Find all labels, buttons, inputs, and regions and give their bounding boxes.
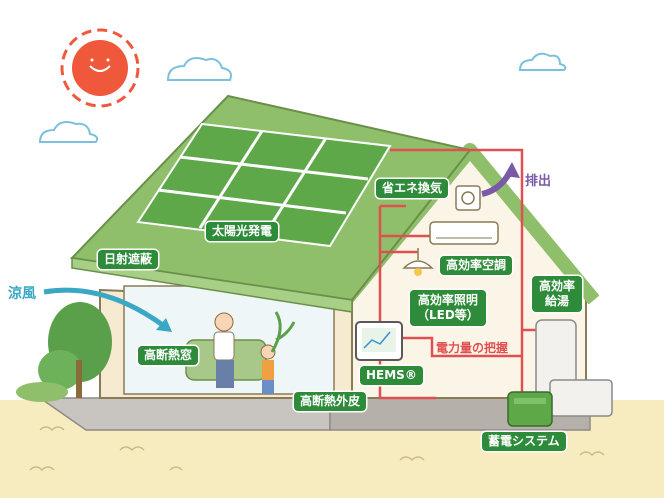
label-shade: 日射遮蔽 — [98, 250, 159, 269]
solar-panel-array — [136, 122, 392, 248]
battery-icon — [507, 391, 553, 427]
label-power-monitor: 電力量の把握 — [436, 341, 509, 355]
breeze-arrow-head — [156, 318, 172, 332]
power-lines — [378, 148, 540, 400]
lamp-icon — [402, 248, 434, 276]
label-water-heater-line2: 給湯 — [545, 294, 570, 308]
foundation — [37, 397, 331, 431]
family-on-sofa — [185, 311, 296, 394]
label-lighting: 高効率照明 （LED等） — [410, 290, 486, 326]
breeze-arrow — [43, 287, 166, 329]
label-hems: HEMS® — [360, 366, 423, 385]
aircon-icon — [429, 221, 499, 245]
sun-icon — [60, 28, 140, 108]
tree-icon — [16, 302, 112, 402]
label-solar: 太陽光発電 — [206, 222, 279, 241]
label-water-heater: 高効率 給湯 — [532, 276, 583, 312]
label-water-heater-line1: 高効率 — [539, 279, 576, 293]
label-battery: 蓄電システム — [482, 432, 566, 451]
label-aircon: 高効率空調 — [440, 256, 513, 275]
monitor-icon — [355, 321, 403, 361]
fan-icon — [455, 185, 481, 211]
water-heater-icon — [535, 319, 613, 417]
cloud-icon — [38, 121, 99, 143]
exhaust-arrow-head — [504, 162, 520, 178]
roof-edge — [71, 257, 353, 313]
label-window: 高断熱窓 — [138, 346, 199, 365]
label-cool-breeze: 涼風 — [8, 286, 36, 302]
cloud-icon — [166, 57, 232, 81]
label-exhaust: 排出 — [525, 174, 552, 189]
grass-marks — [29, 426, 605, 472]
label-exterior: 高断熱外皮 — [294, 392, 367, 411]
cloud-icon — [518, 52, 567, 71]
label-lighting-line2: （LED等） — [417, 308, 479, 322]
label-lighting-line1: 高効率照明 — [417, 293, 478, 307]
label-ventilation: 省エネ換気 — [376, 179, 449, 198]
